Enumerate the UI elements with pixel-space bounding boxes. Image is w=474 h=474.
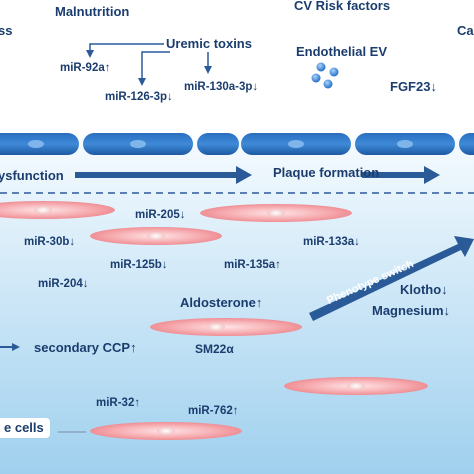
endothelial-ev-icon	[311, 62, 339, 89]
endothelial-ev-label: Endothelial EV	[296, 44, 388, 59]
mir-135a-label: miR-135a↑	[224, 259, 281, 271]
magnesium-label: Magnesium↓	[372, 303, 451, 318]
cells-label: e cells	[0, 418, 50, 438]
mir-205-label: miR-205↓	[135, 209, 186, 221]
mir-32-label: miR-32↑	[96, 397, 141, 409]
mir-762-label: miR-762↑	[188, 405, 239, 417]
flow-arrows	[75, 166, 440, 184]
malnutrition-label: Malnutrition	[55, 4, 130, 19]
plaque-formation-label: Plaque formation	[273, 165, 380, 180]
mir-133a-label: miR-133a↓	[303, 236, 360, 248]
cv-risk-label: CV Risk factors	[294, 0, 391, 13]
uremic-toxins-label: Uremic toxins	[166, 36, 252, 51]
klotho-label: Klotho↓	[400, 282, 448, 297]
mir-204-label: miR-204↓	[38, 278, 89, 290]
sm22a-label: SM22α	[195, 342, 234, 356]
mir-126-3p-label: miR-126-3p↓	[105, 91, 173, 103]
ca-label: Ca	[457, 23, 474, 38]
stress-label: ss	[0, 23, 13, 38]
mir-30b-label: miR-30b↓	[24, 236, 76, 248]
phenotype-switch-arrow	[309, 236, 474, 321]
endothelium-layer	[0, 133, 474, 155]
mir-130a-3p-label: miR-130a-3p↓	[184, 81, 259, 93]
mir-125b-label: miR-125b↓	[110, 259, 168, 271]
smooth-muscle-cells	[0, 201, 428, 440]
secondary-ccp-label: secondary CCP↑	[34, 340, 137, 355]
uremic-toxins-arrows	[86, 43, 212, 86]
mir-92a-label: miR-92a↑	[60, 62, 111, 74]
fgf23-label: FGF23↓	[390, 79, 437, 94]
aldosterone-label: Aldosterone↑	[180, 295, 263, 310]
dysfunction-label: ysfunction	[0, 168, 64, 183]
